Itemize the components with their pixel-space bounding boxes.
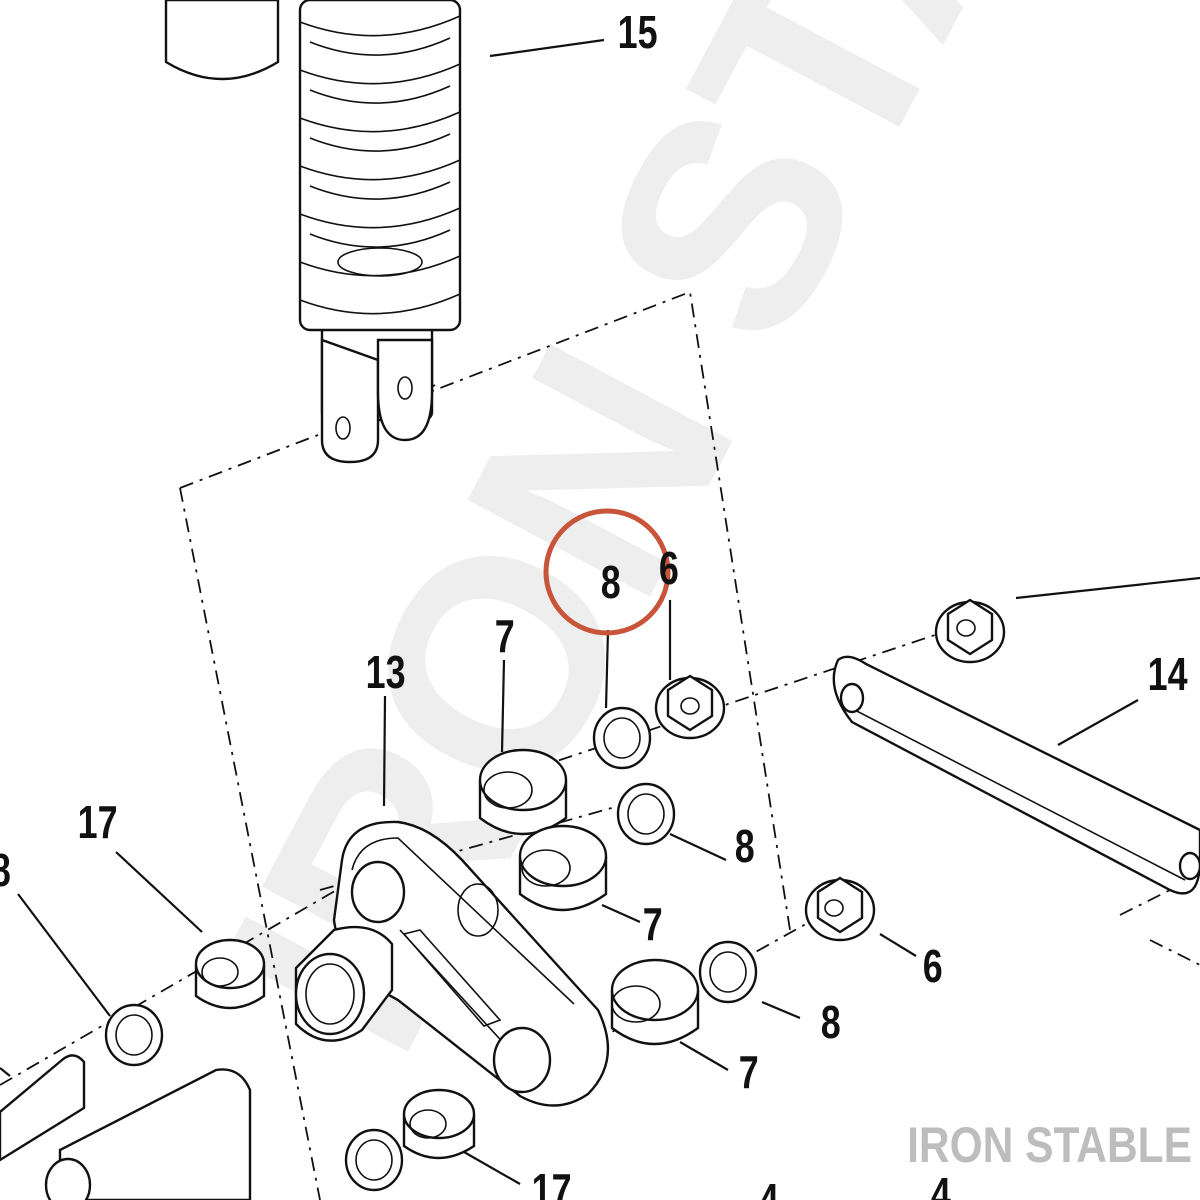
spacer [402, 1088, 476, 1160]
callout-17-left: 17 [78, 797, 118, 848]
callout-8-mid: 8 [735, 821, 755, 872]
flange-nut [934, 598, 1006, 664]
callout-7-low: 7 [739, 1047, 759, 1098]
callout-7-mid: 7 [643, 899, 663, 950]
washer [344, 1128, 404, 1192]
washer [592, 706, 652, 770]
washer [104, 1003, 164, 1067]
axis-line [1149, 939, 1200, 966]
axis-line [319, 799, 641, 891]
shock-absorber [298, 0, 462, 464]
leader-lines [0, 38, 1200, 1185]
axis-line [539, 904, 841, 1073]
callout-4-a: 4 [759, 1175, 779, 1200]
washer [698, 940, 758, 1004]
callout-8-highlighted: 8 [601, 557, 621, 608]
callout-15: 15 [618, 7, 658, 58]
brand-logo-text: IRON STABLE [907, 1117, 1192, 1173]
callout-8-left-edge: 8 [0, 845, 11, 896]
washer [616, 782, 676, 846]
callout-6-right: 6 [923, 941, 943, 992]
callout-14: 14 [1148, 649, 1188, 700]
bushing [610, 958, 700, 1046]
bushing [478, 748, 568, 836]
flange-nut [654, 674, 726, 740]
flange-nut [804, 876, 876, 942]
callout-8-right: 8 [821, 997, 841, 1048]
bushing [518, 824, 608, 912]
callout-6-top: 6 [659, 543, 679, 594]
pivot-shaft [0, 1054, 252, 1200]
spacer [194, 938, 266, 1010]
callout-7-top: 7 [495, 611, 515, 662]
highlight-ring [543, 508, 671, 636]
linkage-rod [832, 655, 1200, 895]
callout-4-b: 4 [931, 1169, 951, 1200]
axis-line [499, 629, 951, 781]
rocker-arm [294, 820, 610, 1107]
frame-line-left [179, 487, 321, 1200]
reservoir-cylinder [164, 0, 280, 81]
callout-13: 13 [366, 647, 406, 698]
callout-17-bottom: 17 [532, 1165, 572, 1200]
axis-line [0, 887, 341, 1086]
